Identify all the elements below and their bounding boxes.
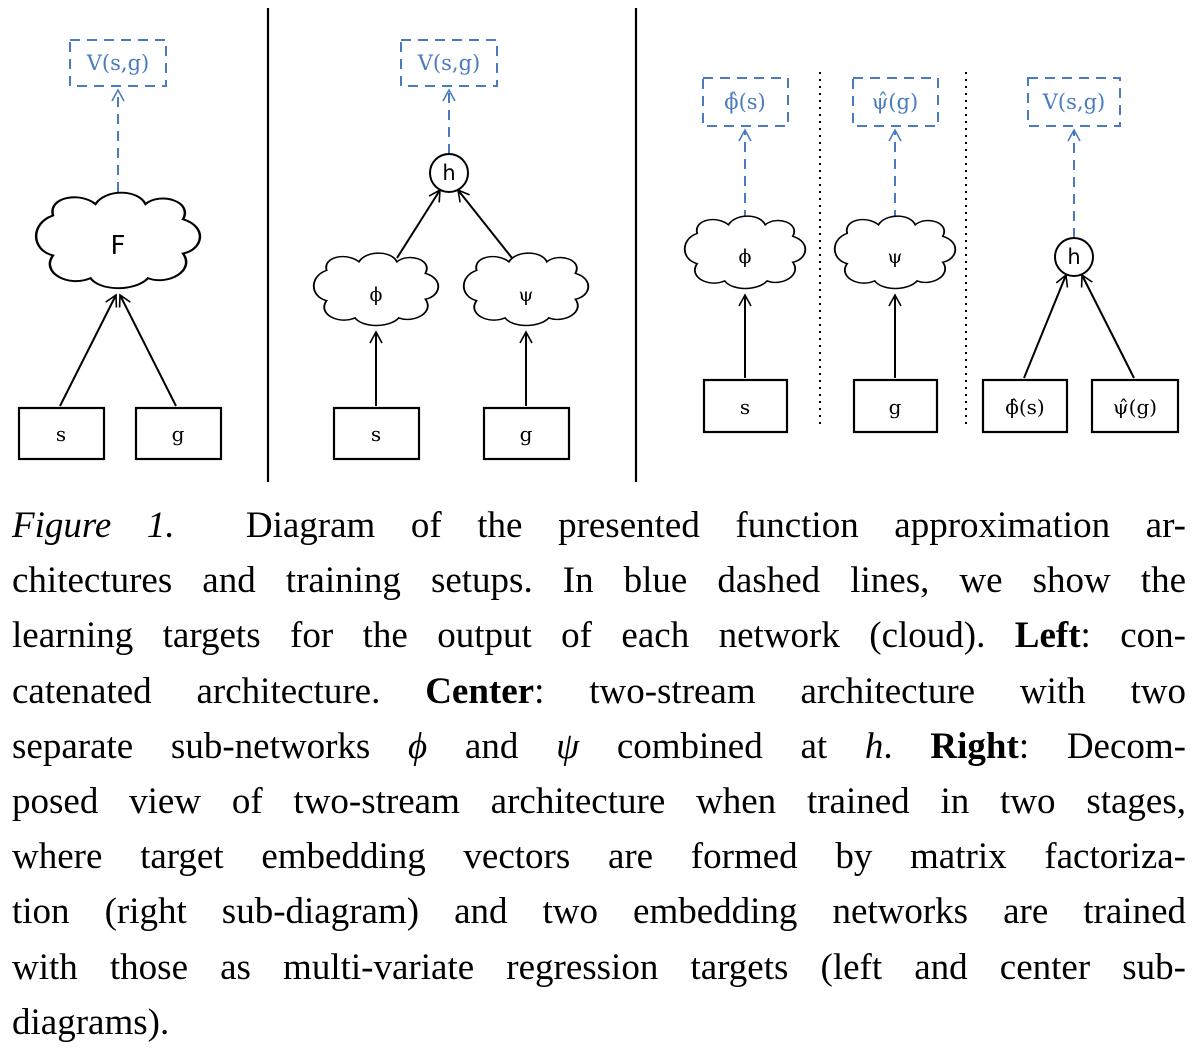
network-label: ϕ — [370, 284, 383, 306]
input-edge — [1080, 273, 1135, 379]
caption-math: ψ — [556, 725, 580, 767]
right-panel-psi: ψ̂(g) ψ g — [833, 77, 957, 434]
target-label: ϕ̂(s) — [724, 90, 765, 114]
input-label: s — [56, 422, 66, 446]
target-box — [400, 39, 498, 87]
input-box-phi-hat — [981, 378, 1069, 434]
caption-text: : Decom- — [1018, 725, 1186, 767]
caption-line: diagrams). — [12, 1001, 170, 1043]
caption-line: Figure 1. Diagram of the presented funct… — [12, 498, 1186, 553]
input-box-g — [482, 406, 571, 461]
caption-line: catenated architecture. Center: two-stre… — [12, 664, 1186, 719]
caption-bold: Right — [930, 725, 1019, 767]
caption-line: learning targets for the output of each … — [12, 608, 1186, 663]
caption-line: where target embedding vectors are forme… — [12, 836, 1186, 878]
caption-text: . — [883, 725, 931, 767]
caption-line: chitectures and training setups. In blue… — [12, 560, 1186, 602]
stream-edge — [396, 188, 441, 259]
target-box — [852, 77, 939, 127]
input-edge — [1023, 273, 1069, 379]
target-label: V(s,g) — [86, 51, 149, 75]
combiner-node — [1054, 237, 1094, 277]
target-label: ψ̂(g) — [872, 90, 918, 114]
combiner-label: h — [1067, 245, 1080, 269]
caption-text: Diagram of the presented function approx… — [245, 505, 1186, 546]
network-label: F — [111, 231, 126, 261]
input-box-s — [332, 406, 421, 461]
input-label: g — [172, 422, 185, 446]
caption-text: combined at — [579, 725, 865, 767]
caption-math: h — [864, 725, 884, 767]
left-panel: V(s,g) F s g — [17, 39, 223, 461]
input-label: g — [889, 395, 902, 419]
target-label: V(s,g) — [1042, 90, 1105, 114]
input-label: ϕ̂(s) — [1005, 395, 1045, 419]
network-label: ψ — [519, 284, 534, 306]
network-label: ψ — [888, 246, 903, 268]
combiner-node — [429, 153, 469, 193]
stream-edge — [456, 188, 513, 259]
input-label: s — [740, 395, 750, 419]
caption-line: separate sub-networks ϕ and ψ combined a… — [12, 719, 1186, 774]
input-box-g — [134, 406, 223, 461]
caption-text: catenated architecture. — [12, 670, 426, 712]
caption-bold: Left — [1014, 615, 1081, 657]
input-label: g — [520, 422, 533, 446]
input-label: ψ̂(g) — [1113, 395, 1157, 419]
caption-math: ϕ — [408, 725, 428, 767]
caption-text: and — [427, 725, 557, 767]
right-panel-phi: ϕ̂(s) ϕ s — [683, 77, 807, 434]
input-edge — [59, 293, 118, 407]
caption-bold: Center — [425, 670, 535, 712]
caption-text: : two-stream architecture with two — [534, 670, 1187, 712]
caption-line: tion (right sub-diagram) and two embeddi… — [12, 891, 1186, 933]
input-label: s — [371, 422, 381, 446]
network-label: ϕ — [739, 246, 752, 268]
caption-text: separate sub-networks — [12, 725, 409, 767]
figure-caption: Figure 1. Diagram of the presented funct… — [12, 498, 1186, 1050]
target-box — [1027, 77, 1121, 127]
input-box-g — [852, 378, 939, 434]
right-panel-combined: V(s,g) h ϕ̂(s) ψ̂(g) — [981, 77, 1180, 434]
target-box — [69, 39, 167, 87]
combiner-label: h — [442, 161, 455, 185]
caption-line: posed view of two-stream architecture wh… — [12, 781, 1186, 823]
caption-line: with those as multi-variate regression t… — [12, 946, 1186, 988]
center-panel: V(s,g) h ϕ ψ s g — [312, 39, 590, 461]
figure-label: Figure 1. — [12, 505, 175, 546]
input-box-psi-hat — [1090, 378, 1180, 434]
caption-text: : con- — [1080, 615, 1186, 657]
architecture-diagram: V(s,g) F s g V(s,g) h ϕ ψ s g ϕ̂(s) — [0, 0, 1202, 500]
input-box-s — [702, 378, 789, 434]
target-box — [702, 77, 789, 127]
input-edge — [118, 293, 177, 407]
input-box-s — [17, 406, 106, 461]
target-label: V(s,g) — [417, 51, 480, 75]
caption-text: learning targets for the output of each … — [12, 615, 1015, 657]
